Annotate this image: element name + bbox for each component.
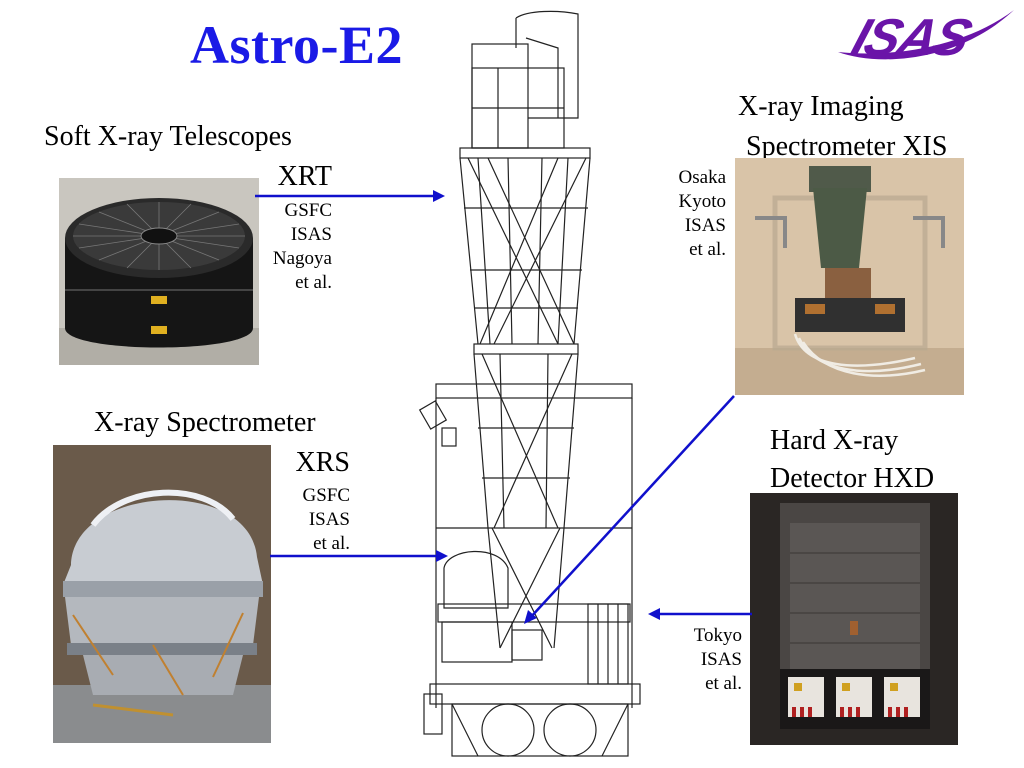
hxd-arrow (648, 608, 752, 620)
xis-institution: et al. (689, 239, 726, 260)
xrs-institution: GSFC (302, 485, 350, 506)
xis-institution: Kyoto (678, 191, 727, 212)
xrs-institutions: GSFC ISAS et al. (280, 484, 350, 556)
hxd-institutions: Tokyo ISAS et al. (670, 624, 742, 696)
xrt-institutions: GSFC ISAS Nagoya et al. (256, 199, 332, 295)
logo-text: ISAS (844, 9, 977, 67)
xrs-heading: X-ray Spectrometer (94, 407, 316, 438)
isas-logo: ISAS (836, 6, 1016, 67)
xrs-code: XRS (295, 447, 350, 478)
xrt-institution: et al. (295, 272, 332, 293)
xrs-dewar-photo (53, 445, 271, 743)
satellite-schematic (418, 10, 641, 757)
page-title: Astro-E2 (190, 15, 403, 75)
xis-institution: ISAS (684, 215, 726, 236)
xrt-institution: ISAS (290, 224, 332, 245)
xis-institution: Osaka (678, 167, 726, 188)
hxd-institution: Tokyo (693, 625, 742, 646)
xrs-arrow (270, 550, 448, 562)
xrt-arrow (255, 190, 445, 202)
hxd-detector-photo (750, 493, 958, 745)
xis-camera-photo (735, 158, 964, 395)
xrt-heading: Soft X-ray Telescopes (44, 121, 292, 152)
xrt-institution: Nagoya (272, 248, 332, 269)
xrt-institution: GSFC (284, 200, 332, 221)
xis-arrow (524, 395, 735, 624)
logo-swoosh-icon (838, 10, 1014, 60)
xrs-institution: et al. (313, 533, 350, 554)
hxd-heading-line1: Hard X-ray (770, 425, 899, 456)
xrs-institution: ISAS (308, 509, 350, 530)
hxd-institution: et al. (705, 673, 742, 694)
xis-heading-line2: Spectrometer XIS (746, 131, 948, 162)
xrt-code: XRT (277, 161, 332, 192)
xrt-telescope-photo (59, 178, 259, 365)
xis-heading-line1: X-ray Imaging (738, 91, 904, 122)
hxd-heading-line2: Detector HXD (770, 463, 935, 494)
hxd-institution: ISAS (700, 649, 742, 670)
xis-institutions: Osaka Kyoto ISAS et al. (650, 166, 727, 262)
